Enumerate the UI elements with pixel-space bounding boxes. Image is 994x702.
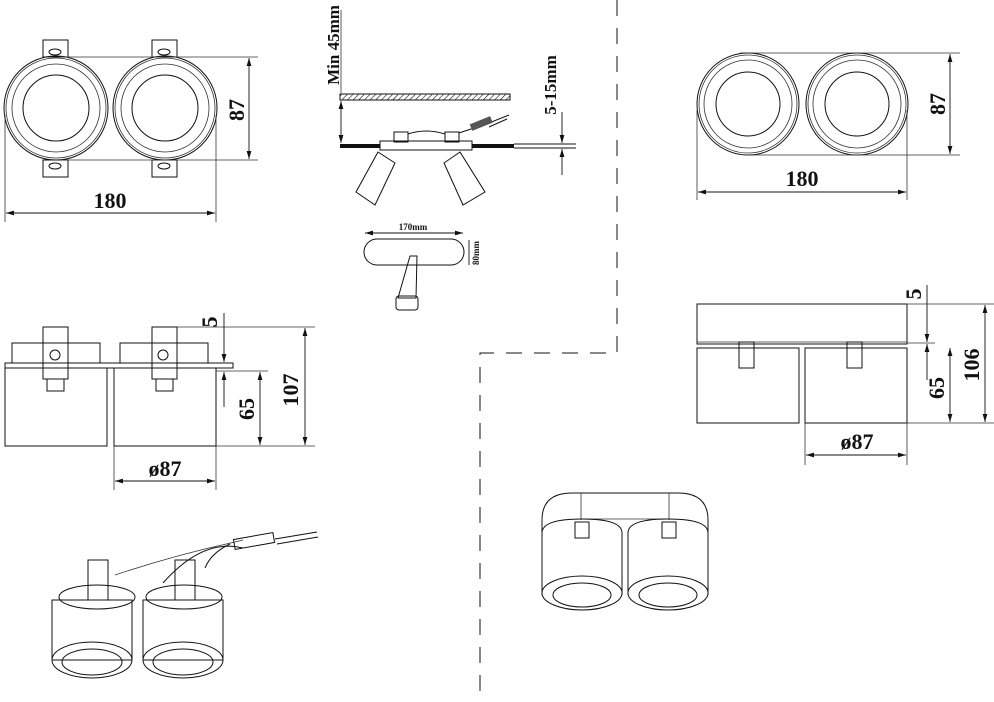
surface-top-view [696,52,960,200]
recessed-side-top-label: 5 [197,317,222,328]
ceiling-thickness-label: 5-15mm [541,55,560,114]
recessed-side-total-label: 107 [278,374,303,407]
recessed-perspective-view [51,531,319,679]
cutout-width-label: 170mm [399,222,428,232]
surface-perspective-view [541,492,709,611]
surface-side-total-label: 106 [959,349,984,382]
surface-top-width-label: 180 [786,166,819,191]
recessed-side-diameter-label: ø87 [149,456,182,481]
section-divider [479,0,618,702]
min-clearance-label: Min 45mm [324,5,343,85]
recessed-side-view [4,313,315,490]
installation-view [338,10,576,311]
surface-side-view [696,285,994,465]
surface-side-diameter-label: ø87 [841,429,874,454]
surface-side-body-label: 65 [924,377,949,399]
surface-side-top-label: 5 [901,289,926,300]
cutout-height-label: 80mm [471,241,481,265]
surface-top-height-label: 87 [925,93,950,115]
recessed-top-height-label: 87 [224,99,249,121]
recessed-side-body-label: 65 [234,398,259,420]
recessed-top-width-label: 180 [94,188,127,213]
recessed-top-view [3,39,258,222]
